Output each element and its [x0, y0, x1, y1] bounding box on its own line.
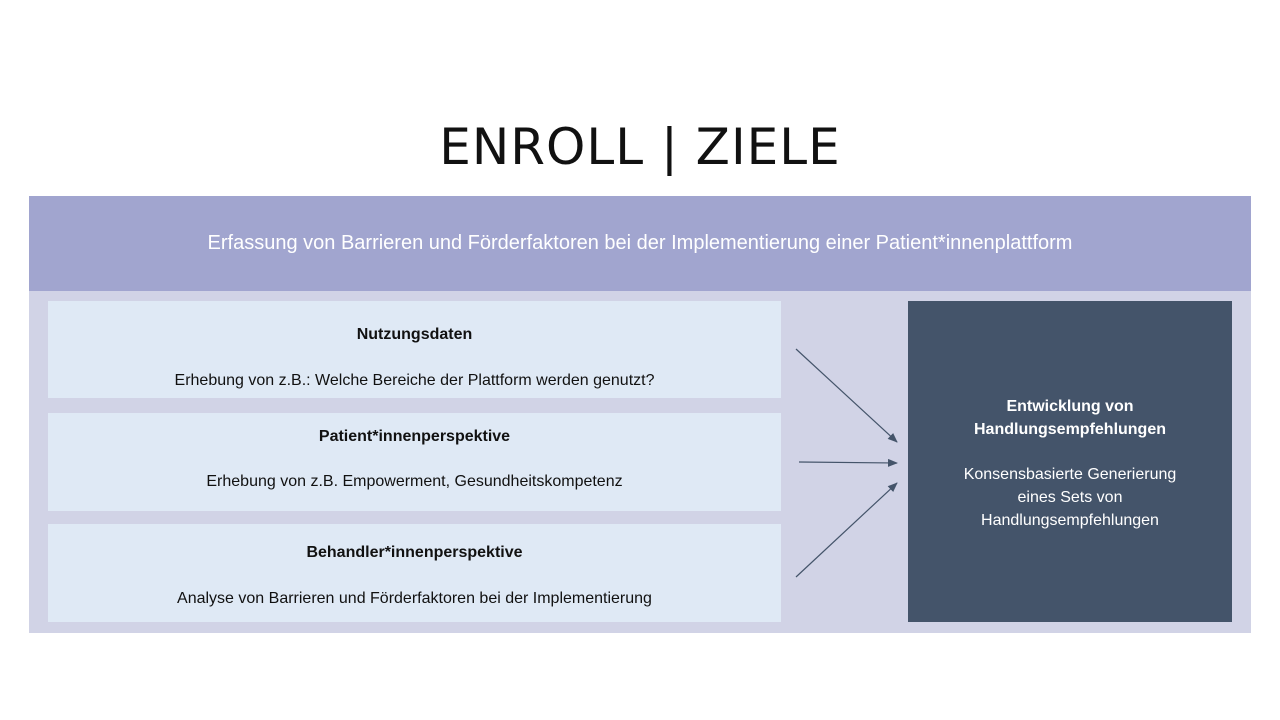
arrow-usage-to-result: [795, 348, 898, 443]
arrow-practitioner-to-result: [795, 482, 898, 578]
recommendations-text: Konsensbasierte Generierung eines Sets v…: [938, 463, 1202, 532]
recommendations-title: Entwicklung von Handlungsempfehlungen: [938, 395, 1202, 441]
card-patient-perspective-title: Patient*innenperspektive: [318, 428, 511, 445]
goal-banner: Erfassung von Barrieren und Förderfaktor…: [29, 196, 1251, 291]
card-practitioner-perspective-text: Analyse von Barrieren und Förderfaktoren…: [177, 590, 652, 607]
card-usage-data: Nutzungsdaten Erhebung von z.B.: Welche …: [48, 301, 781, 398]
recommendations-box: Entwicklung von Handlungsempfehlungen Ko…: [908, 301, 1232, 622]
card-usage-data-text: Erhebung von z.B.: Welche Bereiche der P…: [174, 372, 655, 389]
card-patient-perspective-text: Erhebung von z.B. Empowerment, Gesundhei…: [206, 473, 623, 490]
card-practitioner-perspective-title: Behandler*innenperspektive: [306, 544, 523, 561]
goal-banner-text: Erfassung von Barrieren und Förderfaktor…: [207, 232, 1073, 254]
slide-title: ENROLL | ZIELE: [439, 118, 841, 176]
goals-panel: Erfassung von Barrieren und Förderfaktor…: [29, 196, 1251, 633]
card-patient-perspective: Patient*innenperspektive Erhebung von z.…: [48, 413, 781, 511]
recommendations-text-line-1: Konsensbasierte Generierung: [963, 466, 1177, 483]
card-usage-data-title: Nutzungsdaten: [356, 326, 473, 343]
recommendations-title-line-1: Entwicklung von: [1006, 398, 1134, 415]
arrow-patient-to-result: [798, 458, 898, 467]
recommendations-text-line-2: eines Sets von: [1017, 489, 1123, 506]
recommendations-text-line-3: Handlungsempfehlungen: [981, 512, 1159, 529]
card-practitioner-perspective: Behandler*innenperspektive Analyse von B…: [48, 524, 781, 622]
arrows: [795, 348, 898, 578]
recommendations-title-line-2: Handlungsempfehlungen: [974, 421, 1166, 438]
